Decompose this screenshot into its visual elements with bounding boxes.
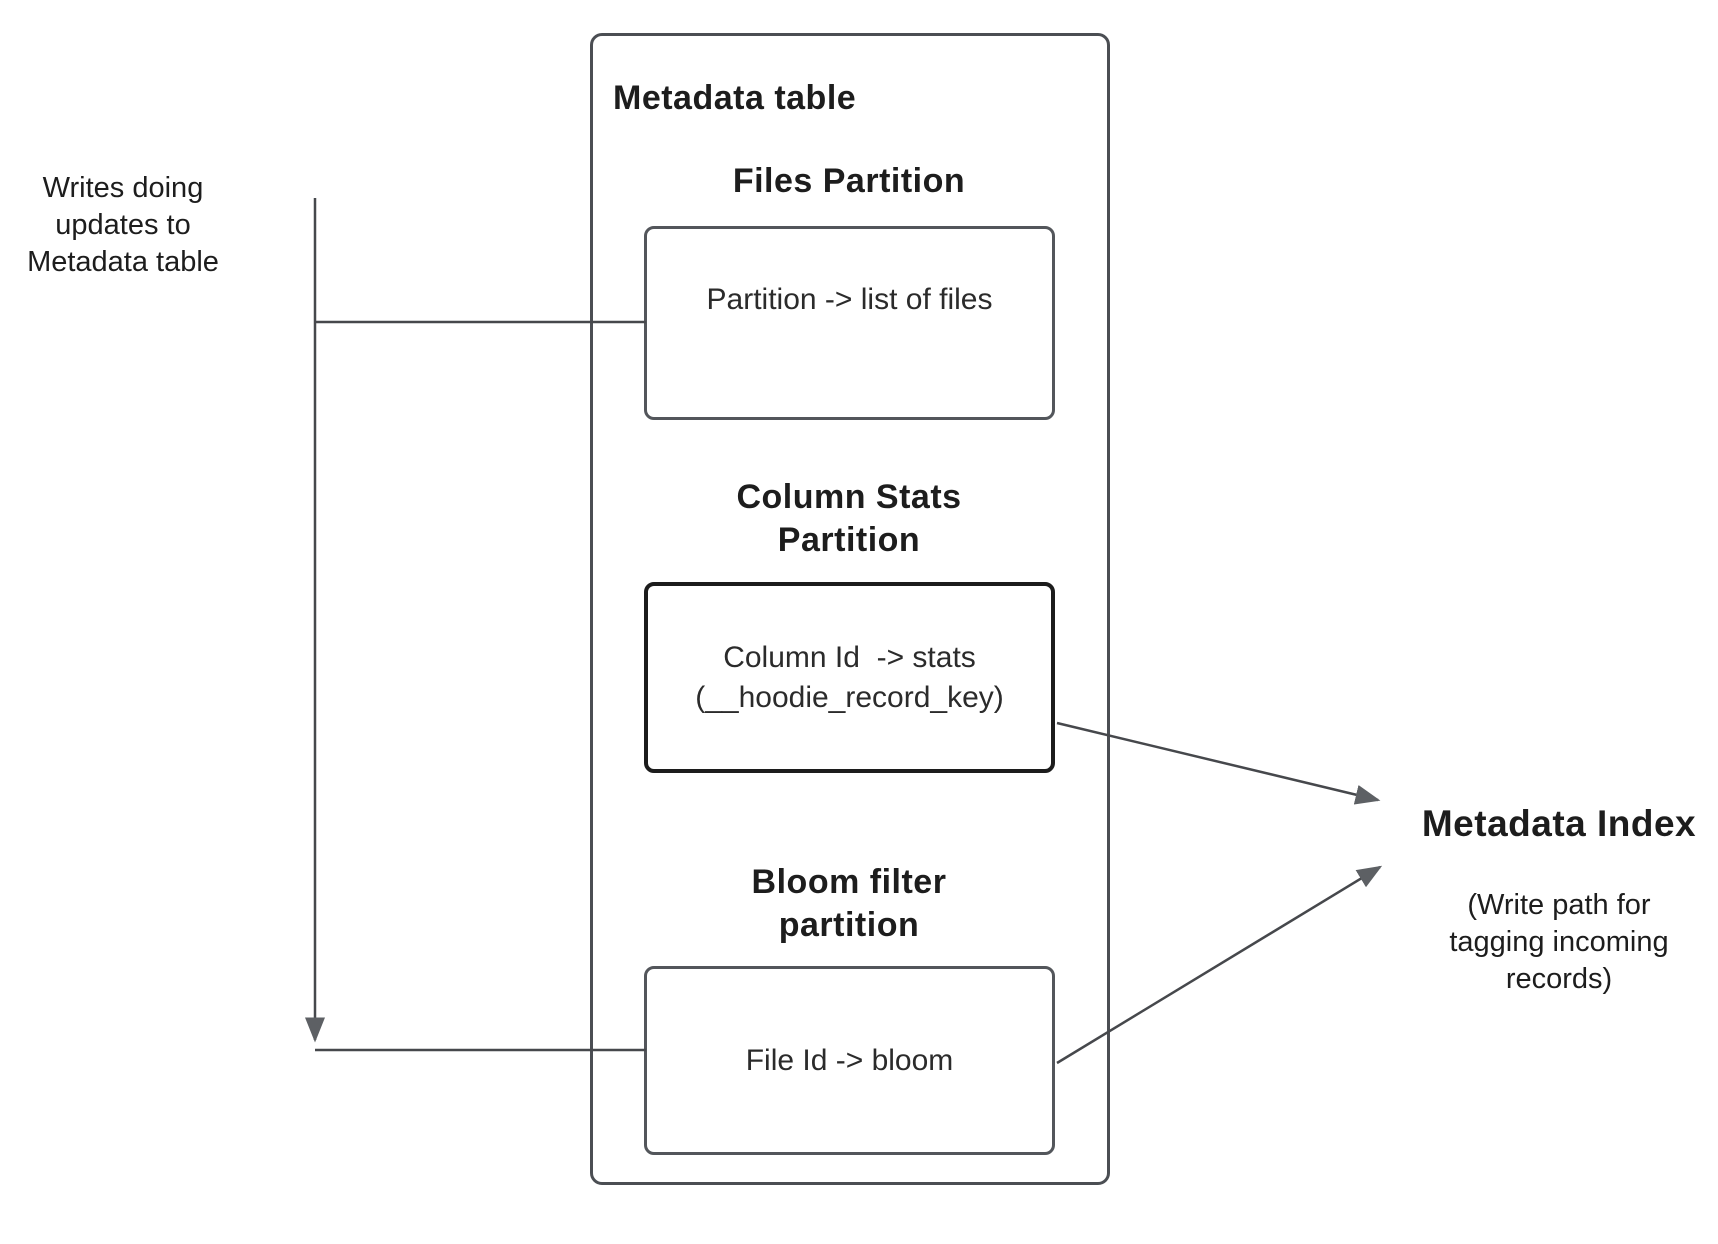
bloom-heading-line-1: Bloom filter xyxy=(751,863,947,901)
bloom-heading-line-2: partition xyxy=(778,906,920,944)
metadata-index-label: Metadata Index (Write path for tagging i… xyxy=(1400,803,1718,998)
column-stats-body-line-2: (__hoodie_record_key) xyxy=(695,680,1004,714)
column-stats-heading-line-1: Column Stats xyxy=(736,478,962,516)
files-partition-heading: Files Partition xyxy=(643,160,1055,203)
column-stats-body-line-1: Column Id -> stats xyxy=(723,640,976,674)
files-partition-heading-text: Files Partition xyxy=(732,162,966,200)
column-stats-partition-heading: Column Stats Partition xyxy=(643,476,1055,562)
metadata-table-title: Metadata table xyxy=(613,79,857,117)
bloom-partition-body: File Id -> bloom xyxy=(745,1043,954,1077)
files-partition-box: Partition -> list of files xyxy=(644,226,1055,420)
column-stats-partition-box: Column Id -> stats (__hoodie_record_key) xyxy=(644,582,1055,773)
column-stats-heading-line-2: Partition xyxy=(777,521,921,559)
writes-updates-note-line-2: updates to xyxy=(55,209,191,241)
bloom-filter-partition-heading: Bloom filter partition xyxy=(643,861,1055,947)
metadata-index-subtitle-line-2: tagging incoming xyxy=(1449,926,1669,958)
bloom-filter-partition-box: File Id -> bloom xyxy=(644,966,1055,1155)
metadata-index-subtitle-line-3: records) xyxy=(1505,963,1613,995)
writes-updates-note-line-1: Writes doing xyxy=(42,172,204,204)
metadata-index-title: Metadata Index xyxy=(1421,803,1697,844)
writes-updates-note: Writes doing updates to Metadata table xyxy=(10,170,236,281)
metadata-table-container xyxy=(590,33,1110,1185)
metadata-index-subtitle: (Write path for tagging incoming records… xyxy=(1400,887,1718,998)
files-partition-body: Partition -> list of files xyxy=(706,283,993,316)
metadata-index-subtitle-line-1: (Write path for xyxy=(1467,889,1651,921)
writes-updates-note-line-3: Metadata table xyxy=(27,246,219,278)
